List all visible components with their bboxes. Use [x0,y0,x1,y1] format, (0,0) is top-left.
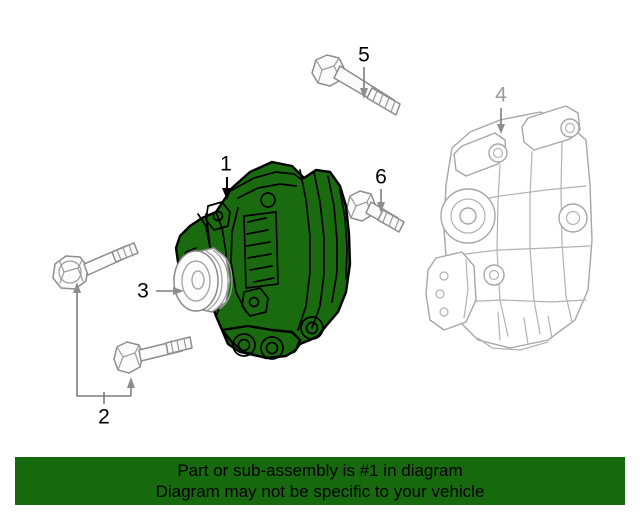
part-2-bolt-lower[interactable] [113,336,193,374]
part-2-bolt-upper[interactable] [52,242,139,290]
callout-6-label: 6 [375,166,387,189]
callout-4-label: 4 [495,84,507,107]
part-4-mounting-bracket[interactable] [425,105,593,351]
callout-2-label: 2 [98,406,110,429]
callout-1-leader [222,177,232,200]
part-6-short-bolt[interactable] [346,190,405,233]
callout-3-leader [156,287,184,295]
footer-line-1: Part or sub-assembly is #1 in diagram [177,461,463,480]
callout-4-leader [497,108,505,134]
callout-5-label: 5 [358,44,370,67]
part-3-pulley[interactable] [173,247,233,313]
callout-1-label: 1 [220,153,232,176]
callout-3-label: 3 [137,280,149,303]
callout-5-leader [360,67,368,99]
footer-banner: Part or sub-assembly is #1 in diagram Di… [15,457,625,505]
callout-6-leader [377,189,385,213]
callout-2-leader [73,282,135,404]
part-5-long-bolt[interactable] [311,54,401,116]
footer-line-2: Diagram may not be specific to your vehi… [155,482,485,501]
